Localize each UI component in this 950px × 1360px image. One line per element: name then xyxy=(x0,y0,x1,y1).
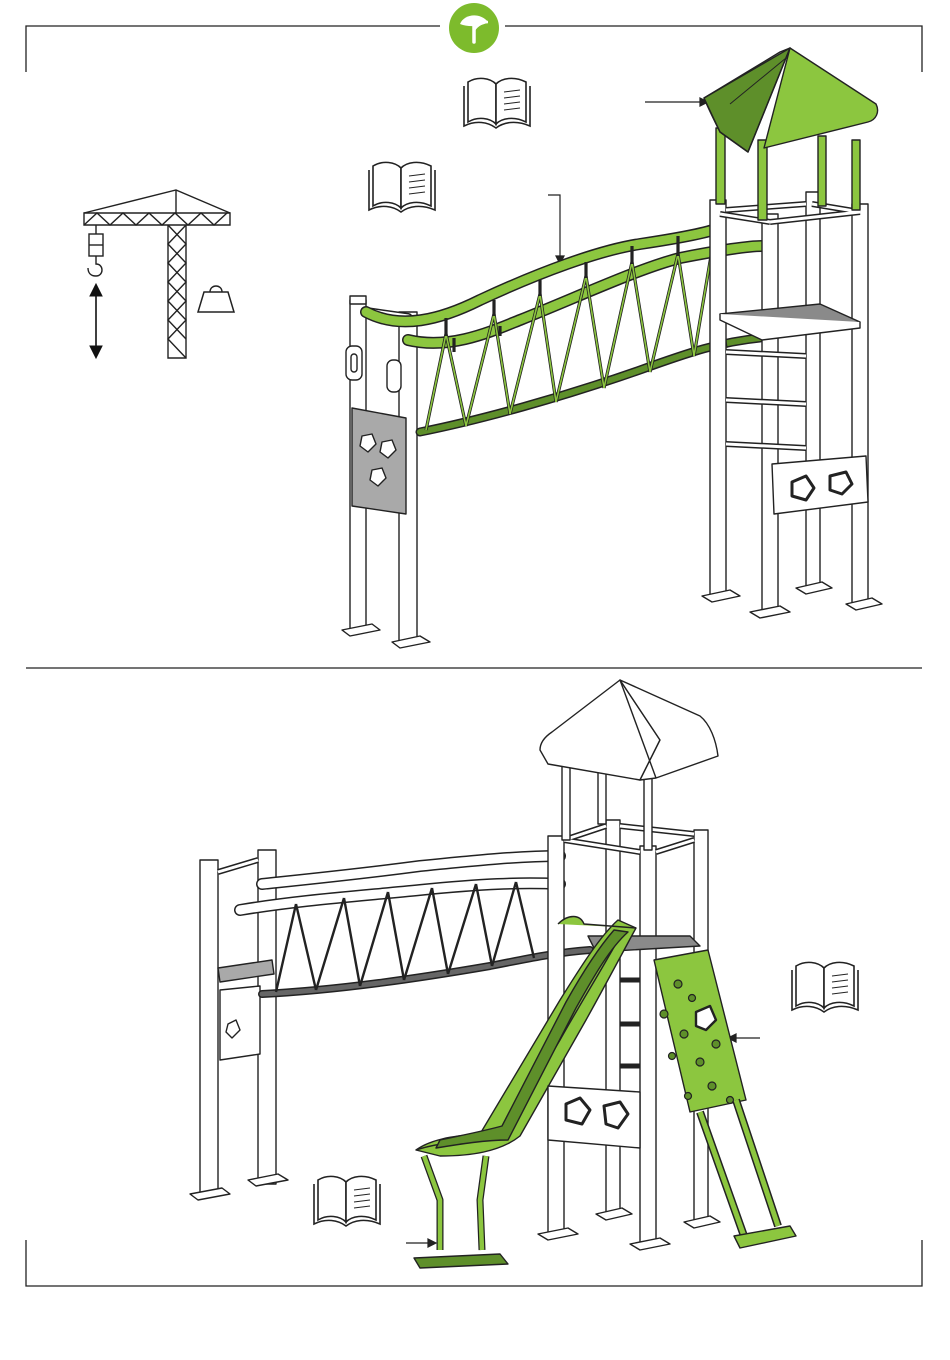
open-manual-icon xyxy=(314,1176,380,1226)
tower-crane-lift-icon xyxy=(84,190,230,358)
tree-leaf-logo-icon xyxy=(449,3,499,53)
slide-support-foot xyxy=(414,1254,508,1268)
full-play-tower-assembly xyxy=(190,680,796,1268)
left-panel-bottom xyxy=(220,986,260,1060)
open-manual-icon xyxy=(369,162,435,212)
tower-roof xyxy=(704,48,878,152)
bottom-tower-roof xyxy=(540,680,718,780)
page-frame xyxy=(26,26,922,1286)
bridge-tower-assembly xyxy=(342,48,882,648)
left-climbing-panel xyxy=(352,408,406,514)
open-manual-icon xyxy=(792,962,858,1012)
bridge-rails xyxy=(366,228,762,343)
open-manual-icon xyxy=(464,78,530,128)
double-arrow-vertical-icon xyxy=(90,284,102,358)
rope-bridge-deck xyxy=(420,338,760,432)
climbing-wall xyxy=(654,950,796,1248)
weight-icon xyxy=(198,286,234,312)
bottom-bridge-rails xyxy=(240,856,560,910)
front-climbing-panel xyxy=(548,1086,640,1148)
tower xyxy=(702,192,882,618)
